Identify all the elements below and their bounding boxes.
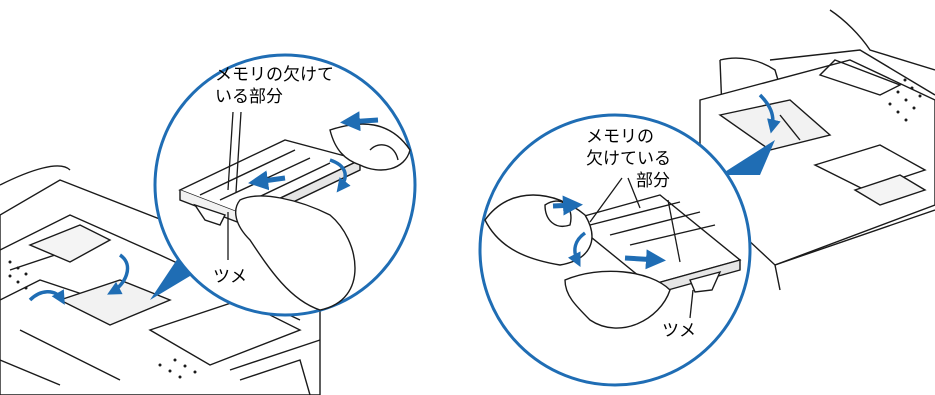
left-lift-arrow	[28, 289, 65, 305]
left-rotate-arrow	[329, 158, 351, 193]
left-push-arrow-top	[340, 111, 379, 132]
right-notch-label: メモリの 欠けている 部分	[586, 126, 671, 192]
left-claw-label: ツメ	[213, 267, 247, 287]
left-hand	[234, 123, 411, 311]
right-push-arrow-top	[552, 195, 583, 216]
right-hatch-dots	[888, 78, 922, 122]
left-insert-arrow	[107, 253, 130, 295]
right-claw-label: ツメ	[662, 321, 696, 341]
right-insert-arrow	[758, 93, 781, 134]
right-rotate-arrow	[567, 231, 587, 268]
right-leader-lines	[589, 177, 694, 319]
right-notch-label-line2: 欠けている	[586, 149, 671, 169]
right-memory-module	[568, 194, 742, 296]
right-notch-label-line3: 部分	[636, 171, 670, 191]
left-notch-label-line2: いる部分	[215, 87, 283, 107]
right-callout-pointer	[720, 140, 775, 175]
right-push-arrow-mid	[624, 249, 666, 270]
left-push-arrow-mid	[248, 170, 286, 191]
left-notch-label: メモリの欠けて いる部分	[215, 64, 334, 108]
left-notch-label-line1: メモリの欠けて	[215, 65, 334, 85]
left-hatch-dots	[8, 260, 197, 379]
right-notch-label-line1: メモリの	[586, 127, 654, 147]
left-leader-lines	[227, 111, 242, 260]
